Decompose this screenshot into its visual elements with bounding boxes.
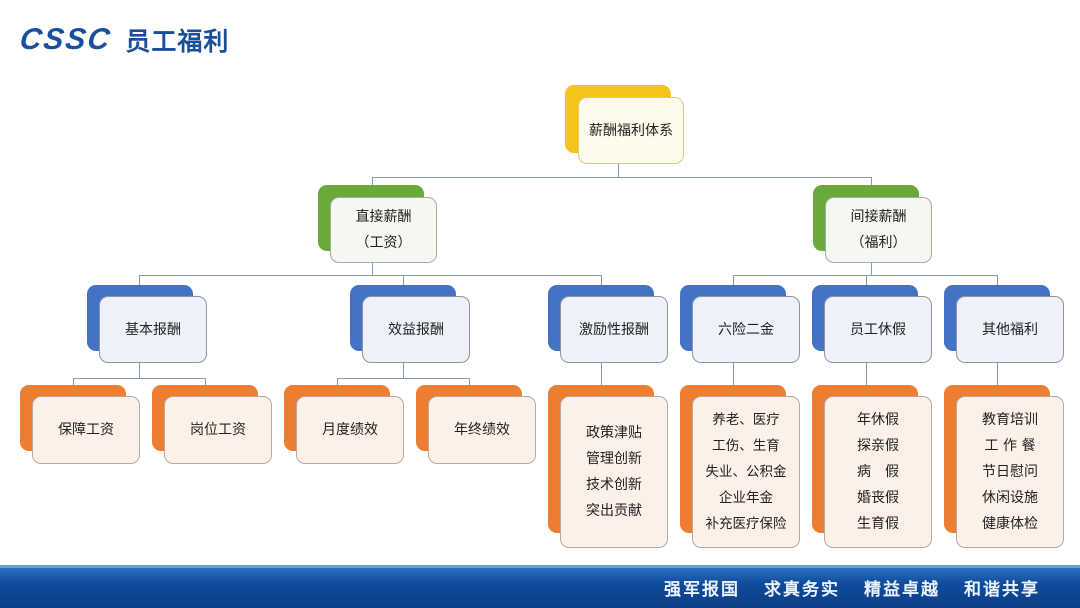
connector [733,362,734,396]
list-item: 突出贡献 [586,503,642,519]
node-box: 员工休假 [824,296,932,363]
connector [997,362,998,396]
connector [139,275,602,276]
node-label: 基本报酬 [125,321,181,338]
node-box: 岗位工资 [164,396,272,464]
slogan: 求真务实 [764,580,840,600]
node-label: 激励性报酬 [579,321,649,338]
list-item: 教育培训 [982,412,1038,428]
node-box: 政策津贴 管理创新 技术创新 突出贡献 [560,396,668,548]
node-label: 员工休假 [850,321,906,338]
node-label: 直接薪酬 [355,209,412,225]
node-label: 年终绩效 [454,422,510,438]
node-box: 激励性报酬 [560,296,668,363]
list-item: 管理创新 [586,451,642,467]
node-label: 其他福利 [982,321,1038,338]
connector [733,275,998,276]
node-box: 间接薪酬 （福利） [825,197,932,263]
connector [871,263,872,275]
node-box: 薪酬福利体系 [578,97,684,164]
node-label: 月度绩效 [322,422,378,438]
connector [337,378,470,379]
footer-slogans: 强军报国 求真务实 精益卓越 和谐共享 [664,575,1040,600]
node-label: 岗位工资 [190,422,246,438]
node-box: 效益报酬 [362,296,470,363]
node-label: 薪酬福利体系 [589,122,673,139]
node-label: 间接薪酬 [850,209,907,225]
node-label: 保障工资 [58,422,114,438]
page-title: 员工福利 [125,27,230,56]
footer-accent [0,565,1080,569]
node-box: 保障工资 [32,396,140,464]
list-item: 养老、医疗 [712,412,780,428]
node-box: 教育培训 工 作 餐 节日慰问 休闲设施 健康体检 [956,396,1064,548]
node-box: 六险二金 [692,296,800,363]
node-box: 月度绩效 [296,396,404,464]
slogan: 精益卓越 [864,580,940,600]
node-box: 养老、医疗 工伤、生育 失业、公积金 企业年金 补充医疗保险 [692,396,800,548]
list-item: 企业年金 [719,490,773,506]
node-sublabel: （福利） [850,235,907,251]
node-box: 基本报酬 [99,296,207,363]
list-item: 工 作 餐 [984,438,1036,454]
node-box: 其他福利 [956,296,1064,363]
node-box: 年终绩效 [428,396,536,464]
list-item: 健康体检 [982,516,1038,532]
connector [139,362,140,378]
node-box: 直接薪酬 （工资） [330,197,437,263]
list-item: 失业、公积金 [705,464,787,480]
list-item: 休闲设施 [982,490,1038,506]
node-label: 效益报酬 [388,321,444,338]
list-item: 政策津贴 [586,425,642,441]
list-item: 病 假 [857,464,899,480]
list-item: 生育假 [857,516,899,532]
list-item: 技术创新 [586,477,642,493]
connector [372,177,872,178]
list-item: 婚丧假 [857,490,899,506]
slogan: 强军报国 [664,580,740,600]
connector [601,362,602,396]
connector [372,263,373,275]
slogan: 和谐共享 [964,580,1040,600]
node-sublabel: （工资） [355,235,412,251]
cssc-logo: CSSC [17,23,114,56]
list-item: 工伤、生育 [712,438,780,454]
list-item: 节日慰问 [982,464,1038,480]
node-box: 年休假 探亲假 病 假 婚丧假 生育假 [824,396,932,548]
list-item: 年休假 [857,412,899,428]
list-item: 补充医疗保险 [705,516,787,532]
connector [618,163,619,177]
node-label: 六险二金 [718,321,774,338]
connector [73,378,206,379]
list-item: 探亲假 [857,438,899,454]
header: CSSC 员工福利 [17,22,230,58]
connector [403,362,404,378]
connector [866,362,867,396]
footer-bar [0,568,1080,608]
